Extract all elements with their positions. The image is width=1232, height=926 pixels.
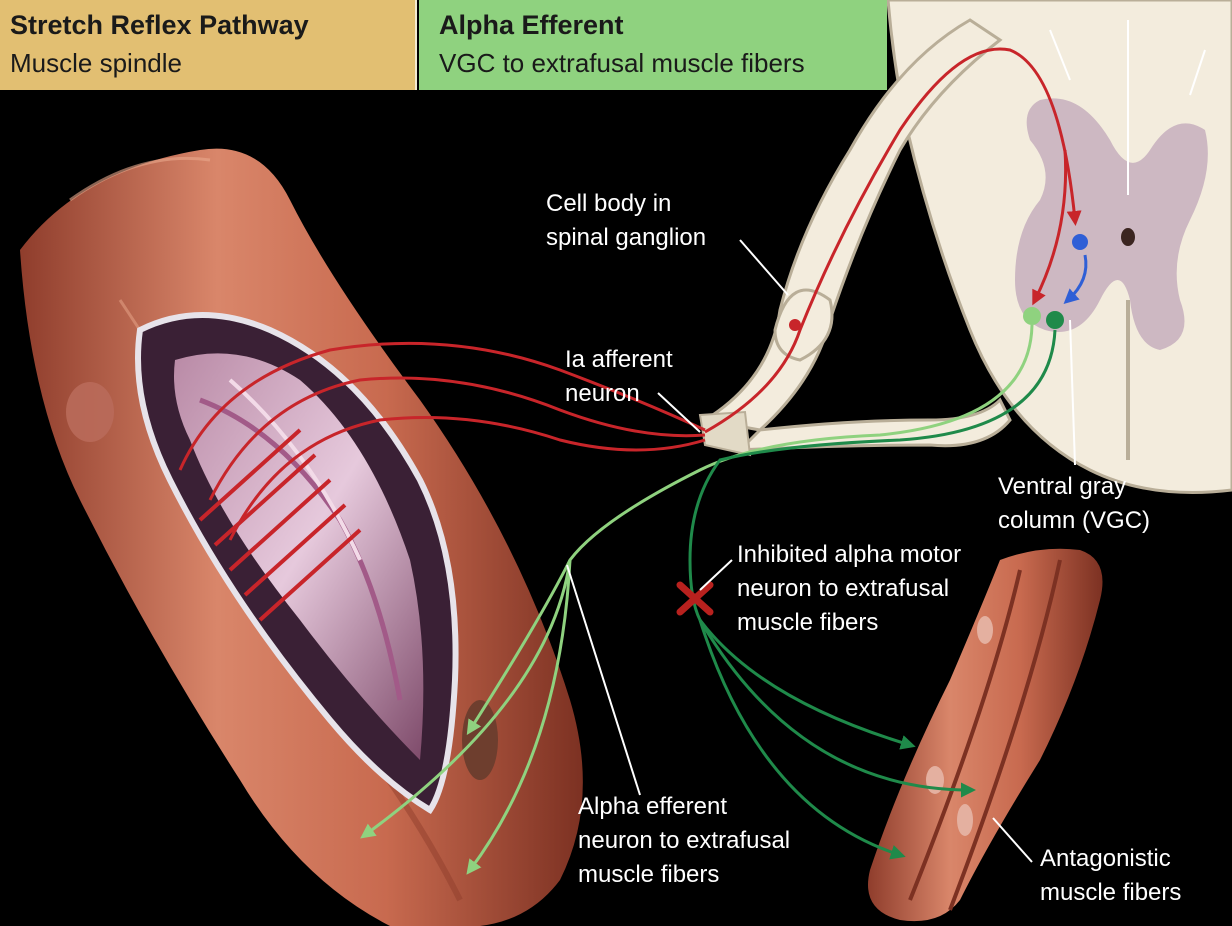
alpha-efferent-pathway [466,324,1034,736]
inhibition-x-mark [676,581,714,616]
header-alpha-subtitle: VGC to extrafusal muscle fibers [439,48,805,78]
nerve-roots [698,18,1012,457]
header-stretch-subtitle: Muscle spindle [10,48,182,78]
interneuron [1072,234,1088,250]
ganglion-cell-body [789,319,801,331]
central-canal [1121,228,1135,246]
label-antagonistic-muscle: Antagonistic muscle fibers [1040,845,1182,906]
label-ventral-gray-column: Ventral gray column (VGC) [998,473,1151,534]
afferent-pathway [704,47,1082,434]
alpha-motor-neuron [1023,307,1041,325]
header-alpha-efferent: Alpha Efferent VGC to extrafusal muscle … [419,0,887,90]
header-alpha-title: Alpha Efferent [439,10,624,40]
leader-lines [566,239,1076,863]
label-ia-afferent: Ia afferent neuron [565,346,673,407]
antagonistic-muscle [868,548,1103,922]
label-cell-body: Cell body in spinal ganglion [546,190,707,251]
header-stretch-title: Stretch Reflex Pathway [10,10,309,40]
inhibited-efferent-pathway [688,329,1057,621]
gray-matter [1015,98,1208,350]
header-stretch-reflex: Stretch Reflex Pathway Muscle spindle [0,0,417,90]
inhibited-motor-neuron [1046,311,1064,329]
label-inhibited-motor-neuron: Inhibited alpha motor neuron to extrafus… [737,541,962,636]
muscle-with-spindle [20,148,706,926]
label-alpha-efferent-neuron: Alpha efferent neuron to extrafusal musc… [578,793,791,888]
